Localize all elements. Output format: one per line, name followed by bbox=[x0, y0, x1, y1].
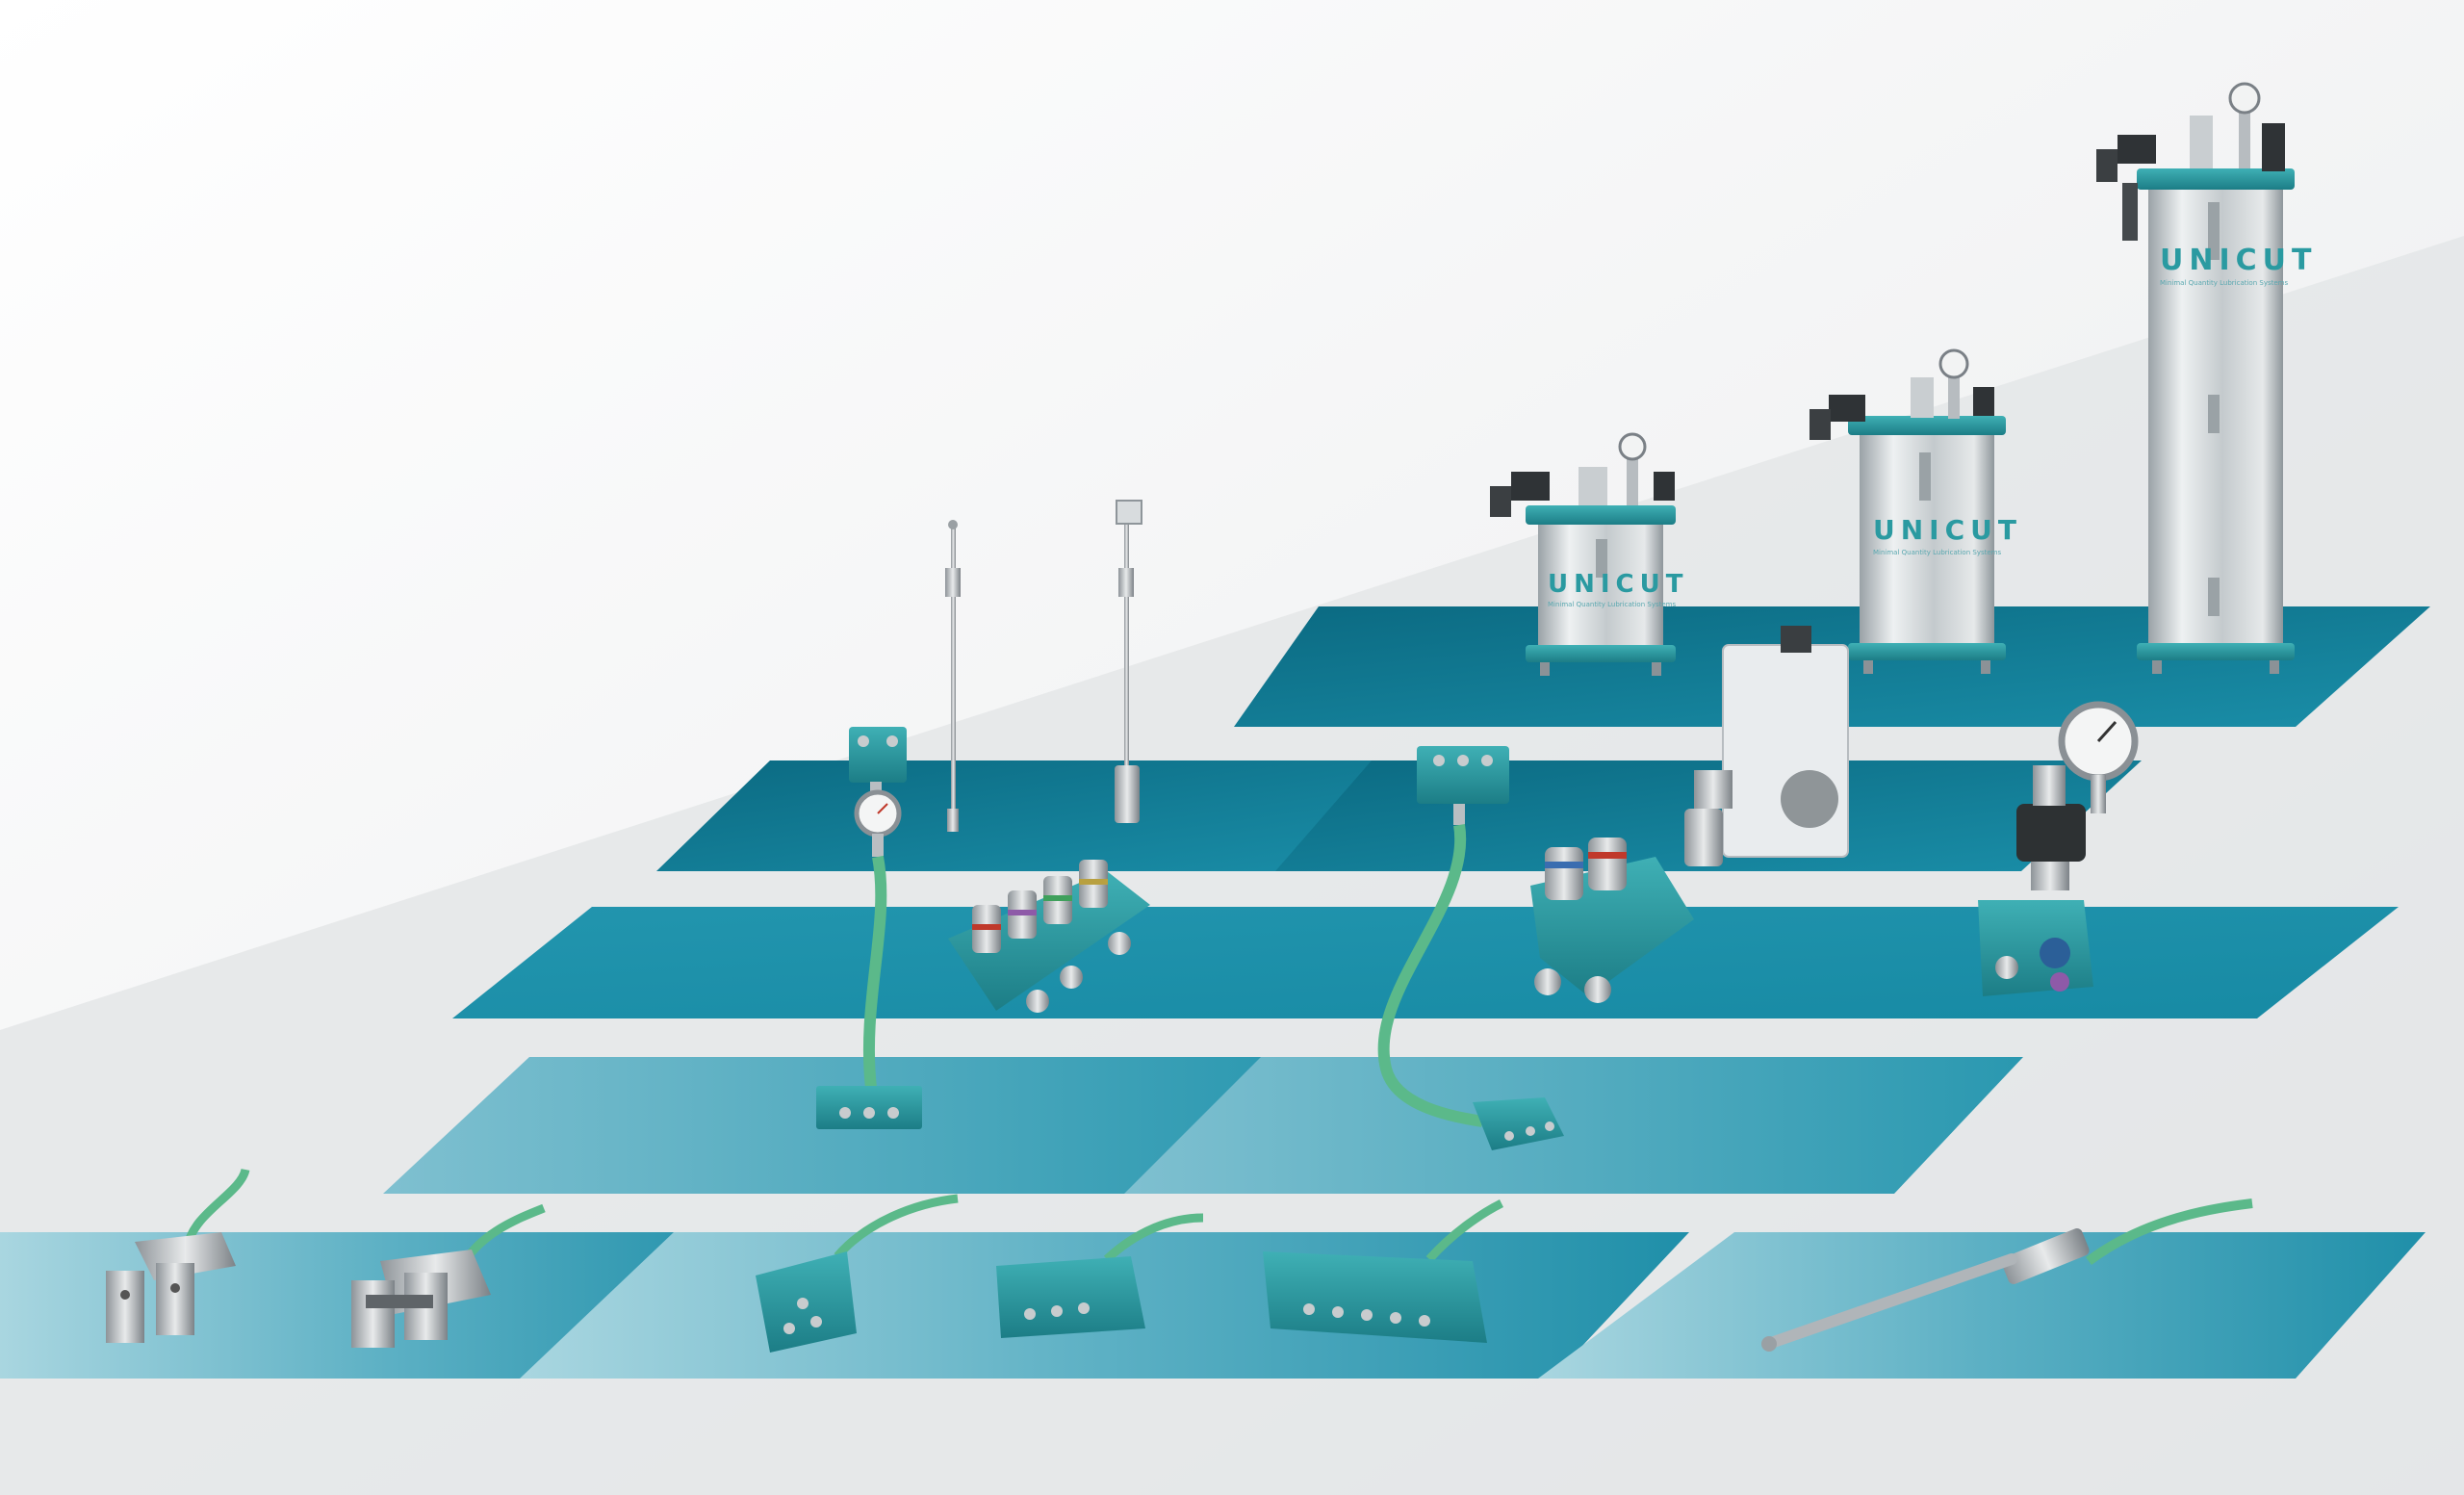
coupling-block-two bbox=[1530, 838, 1694, 1003]
nozzle-block-three bbox=[1263, 1199, 1504, 1343]
gauge-manifold-left bbox=[816, 727, 922, 1129]
tank-small-logo: UNICUT bbox=[1548, 570, 1688, 599]
platform-bottom-right bbox=[1538, 1232, 2426, 1379]
level-probe-left bbox=[945, 520, 961, 832]
tank-medium: UNICUT Minimal Quantity Lubrication Syst… bbox=[1810, 348, 2022, 674]
tank-small-tagline: Minimal Quantity Lubrication Systems bbox=[1548, 601, 1676, 608]
nozzle-block-two bbox=[996, 1213, 1204, 1338]
tank-tall-tagline: Minimal Quantity Lubrication Systems bbox=[2160, 279, 2288, 287]
level-probe-right bbox=[1115, 500, 1142, 823]
platform-row4-right bbox=[1124, 1057, 2023, 1194]
gauge-manifold-right bbox=[1377, 746, 1564, 1150]
hose-right bbox=[1377, 824, 1483, 1127]
nozzle-clamp-two bbox=[351, 1203, 546, 1348]
tank-medium-logo: UNICUT bbox=[1873, 514, 2022, 546]
coupling-block-four bbox=[948, 860, 1150, 1013]
tank-small: UNICUT Minimal Quantity Lubrication Syst… bbox=[1490, 432, 1688, 676]
tank-medium-tagline: Minimal Quantity Lubrication Systems bbox=[1873, 549, 2001, 556]
platform-row2-left bbox=[656, 760, 1429, 871]
tank-tall: UNICUT Minimal Quantity Lubrication Syst… bbox=[2096, 82, 2317, 674]
tank-tall-logo: UNICUT bbox=[2160, 244, 2317, 277]
pressure-regulator bbox=[1978, 701, 2139, 996]
hose-left bbox=[862, 855, 887, 1089]
controller-box bbox=[1684, 626, 1849, 866]
lance-nozzle bbox=[1761, 1199, 2253, 1352]
platform-row3 bbox=[452, 907, 2399, 1018]
nozzle-clamp-one bbox=[106, 1168, 250, 1343]
nozzle-block-one bbox=[756, 1194, 959, 1353]
